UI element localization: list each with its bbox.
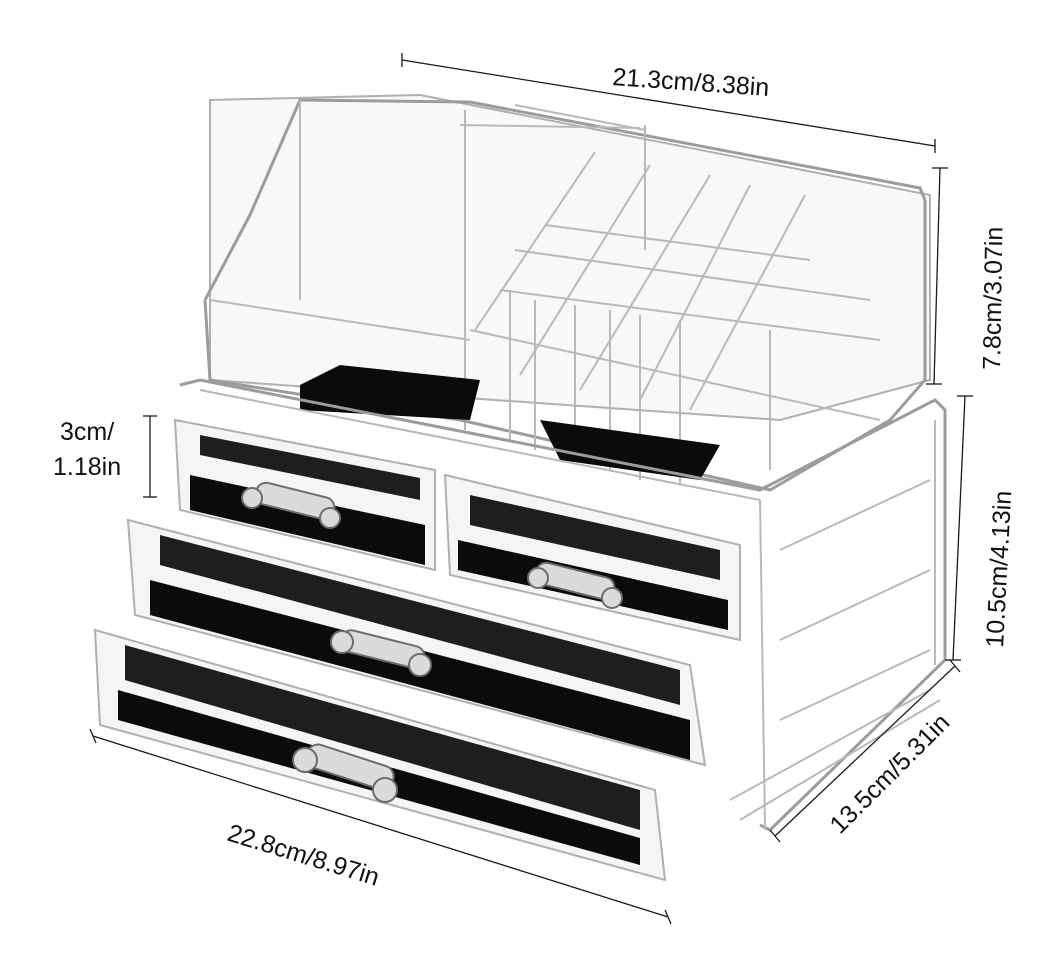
- drawer-height-label-line2: 1.18in: [53, 453, 121, 481]
- dimension-base-depth: 13.5cm/5.31in: [769, 659, 961, 843]
- drawer-knob[interactable]: [527, 561, 623, 609]
- dimension-top-height: 7.8cm/3.07in: [926, 167, 1008, 385]
- dimension-drawer-height: 3cm/ 1.18in: [53, 415, 157, 498]
- dimension-base-height: 10.5cm/4.13in: [945, 395, 1017, 661]
- base-cabinet: [179, 378, 947, 832]
- top-tray: [203, 93, 931, 492]
- drawer-knob[interactable]: [241, 481, 341, 529]
- top-width-label: 21.3cm/8.38in: [612, 63, 771, 102]
- base-width-label: 22.8cm/8.97in: [224, 819, 382, 892]
- brush-slots: [474, 151, 881, 485]
- drawer-middle[interactable]: [126, 518, 707, 767]
- drawer-top-left[interactable]: [173, 418, 436, 572]
- drawer-height-label-line1: 3cm/: [60, 418, 114, 446]
- drawer-bottom[interactable]: [93, 628, 667, 882]
- drawer-knob[interactable]: [330, 628, 432, 677]
- top-height-label: 7.8cm/3.07in: [978, 226, 1008, 370]
- drawer-knob[interactable]: [292, 742, 398, 803]
- drawer-top-right[interactable]: [443, 473, 741, 642]
- base-height-label: 10.5cm/4.13in: [981, 490, 1017, 648]
